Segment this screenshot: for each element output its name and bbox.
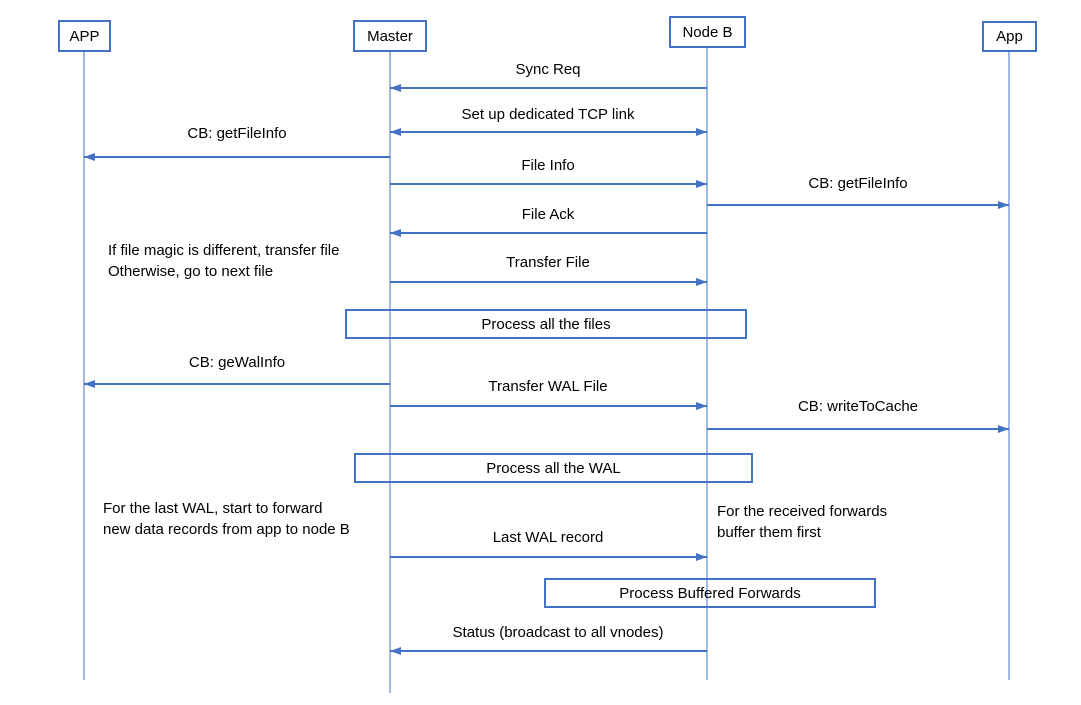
arrowhead-right-icon [998, 425, 1009, 433]
message-line [84, 383, 390, 385]
arrowhead-right-icon [696, 278, 707, 286]
message-label: CB: getFileInfo [808, 175, 908, 192]
lifeline-master [389, 52, 391, 693]
message-label: CB: geWalInfo [188, 354, 286, 371]
lifeline-app-left [83, 52, 85, 680]
message-line [707, 428, 1009, 430]
process-box-wal: Process all the WAL [354, 453, 753, 483]
message-line [390, 405, 707, 407]
message-line [390, 232, 707, 234]
process-box-files: Process all the files [345, 309, 747, 339]
process-box-buffered-forwards: Process Buffered Forwards [544, 578, 876, 608]
note-line: If file magic is different, transfer fil… [108, 242, 340, 259]
message-label: Status (broadcast to all vnodes) [452, 624, 664, 641]
note-buffer-forwards: For the received forwards buffer them fi… [717, 501, 887, 543]
arrowhead-right-icon [998, 201, 1009, 209]
message-label: Last WAL record [492, 529, 604, 546]
actor-box-node-b: Node B [669, 16, 746, 48]
arrowhead-right-icon [696, 553, 707, 561]
actor-box-master: Master [353, 20, 427, 52]
arrowhead-left-icon [390, 84, 401, 92]
message-line [390, 650, 707, 652]
arrowhead-left-icon [390, 229, 401, 237]
message-label: File Info [521, 157, 575, 174]
process-box-label: Process all the files [481, 315, 611, 333]
message-label: CB: getFileInfo [187, 125, 287, 142]
note-line: new data records from app to node B [103, 521, 350, 538]
arrowhead-left-icon [84, 380, 95, 388]
note-line: buffer them first [717, 524, 821, 541]
actor-box-app-left: APP [58, 20, 111, 52]
message-line [390, 87, 707, 89]
actor-box-app-right: App [982, 21, 1037, 52]
note-last-wal-forward: For the last WAL, start to forward new d… [103, 498, 350, 540]
message-label: Sync Req [515, 61, 581, 78]
message-line [390, 281, 707, 283]
actor-label: Master [367, 27, 413, 45]
message-line [390, 183, 707, 185]
note-line: For the received forwards [717, 503, 888, 520]
message-line [84, 156, 390, 158]
actor-label: APP [69, 27, 100, 45]
message-label: File Ack [521, 206, 575, 223]
message-label: Set up dedicated TCP link [461, 106, 635, 123]
message-line [390, 556, 707, 558]
actor-label: Node B [682, 23, 733, 41]
message-label: Transfer WAL File [488, 378, 608, 395]
process-box-label: Process all the WAL [486, 459, 621, 477]
arrowhead-left-icon [84, 153, 95, 161]
note-file-magic: If file magic is different, transfer fil… [108, 240, 339, 282]
message-label: CB: writeToCache [797, 398, 919, 415]
actor-label: App [996, 28, 1023, 45]
message-line [707, 204, 1009, 206]
lifeline-node-b [706, 48, 708, 680]
arrowhead-right-icon [696, 402, 707, 410]
arrowhead-left-icon [390, 647, 401, 655]
arrowhead-left-icon [390, 128, 401, 136]
note-line: For the last WAL, start to forward [103, 500, 323, 517]
lifeline-app-right [1008, 52, 1010, 680]
message-line [390, 131, 707, 133]
arrowhead-right-icon [696, 128, 707, 136]
message-label: Transfer File [506, 254, 590, 271]
arrowhead-right-icon [696, 180, 707, 188]
note-line: Otherwise, go to next file [108, 263, 274, 280]
process-box-label: Process Buffered Forwards [619, 584, 801, 602]
